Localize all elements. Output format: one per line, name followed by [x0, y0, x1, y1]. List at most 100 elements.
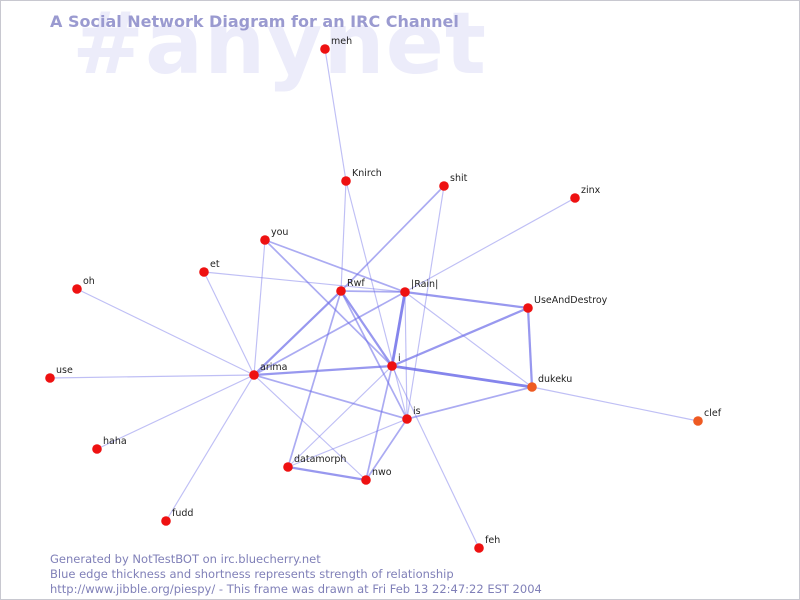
node-dot — [341, 176, 351, 186]
edge-oh-arima — [76, 288, 255, 376]
node-label: datamorph — [294, 454, 346, 465]
node-label: feh — [485, 535, 500, 546]
node-zinx: zinx — [570, 185, 601, 203]
edge-use-arima — [49, 374, 255, 379]
node-useanddestroy: UseAndDestroy — [523, 295, 608, 313]
edge-shit-rwf — [340, 185, 445, 292]
node-is: is — [402, 406, 421, 424]
node-label: dukeku — [538, 374, 572, 385]
node-dot — [199, 267, 209, 277]
edge-useanddestroy-dukeku — [526, 307, 534, 388]
node-dukeku: dukeku — [527, 374, 572, 392]
node-label: et — [210, 259, 220, 270]
node-datamorph: datamorph — [283, 454, 346, 472]
node-dot — [402, 414, 412, 424]
edge-rain-i — [390, 291, 407, 367]
node-meh: meh — [320, 36, 352, 54]
node-label: i — [398, 353, 401, 364]
edge-rain-dukeku — [404, 291, 533, 388]
edge-i-dukeku — [391, 364, 533, 389]
node-knirch: Knirch — [341, 168, 382, 186]
node-arima: arima — [249, 362, 287, 380]
node-nwo: nwo — [361, 467, 392, 485]
node-label: haha — [103, 436, 127, 447]
diagram-title: A Social Network Diagram for an IRC Chan… — [50, 12, 459, 31]
node-et: et — [199, 259, 220, 277]
edge-i-useanddestroy — [391, 306, 529, 368]
node-you: you — [260, 227, 288, 245]
edge-arima-rain — [253, 291, 406, 376]
edge-knirch-is — [345, 180, 408, 420]
edge-you-arima — [253, 239, 266, 376]
node-rain: |Rain| — [400, 279, 438, 297]
edge-et-arima — [203, 271, 255, 376]
node-label: Knirch — [352, 168, 382, 179]
edge-is-nwo — [365, 418, 408, 481]
channel-watermark: #anynet — [72, 0, 488, 94]
node-dot — [400, 287, 410, 297]
edge-you-rain — [264, 239, 406, 293]
node-label: Rwf — [347, 278, 365, 289]
edge-is-datamorph — [287, 418, 408, 468]
node-label: |Rain| — [411, 279, 438, 290]
edge-knirch-rwf — [340, 180, 347, 292]
edge-fudd-arima — [165, 374, 255, 522]
footer-source-timestamp: http://www.jibble.org/piespy/ - This fra… — [50, 582, 542, 596]
node-haha: haha — [92, 436, 127, 454]
node-dot — [45, 373, 55, 383]
node-fudd: fudd — [161, 508, 193, 526]
edge-rwf-i — [340, 290, 393, 367]
node-dot — [320, 44, 330, 54]
node-label: nwo — [372, 467, 392, 478]
footer-generated-by: Generated by NotTestBOT on irc.bluecherr… — [50, 552, 321, 566]
footer-info: Generated by NotTestBOT on irc.bluecherr… — [50, 552, 542, 597]
edge-rain-is — [404, 291, 408, 420]
edge-arima-nwo — [253, 374, 367, 481]
edge-haha-arima — [96, 374, 255, 450]
node-label: meh — [331, 36, 352, 47]
edge-dukeku-is — [406, 386, 533, 420]
edge-arima-rwf — [253, 290, 342, 376]
node-dot — [570, 193, 580, 203]
edge-shit-is — [406, 185, 445, 420]
node-oh: oh — [72, 276, 95, 294]
edge-i-nwo — [365, 365, 393, 481]
node-dot — [387, 361, 397, 371]
footer-legend-note: Blue edge thickness and shortness repres… — [50, 567, 454, 581]
node-label: oh — [83, 276, 95, 287]
edge-meh-knirch — [324, 48, 347, 182]
node-label: fudd — [172, 508, 193, 519]
node-dot — [283, 462, 293, 472]
node-label: is — [413, 406, 421, 417]
edge-et-rain — [203, 271, 406, 293]
node-label: zinx — [581, 185, 601, 196]
node-clef: clef — [693, 408, 722, 426]
node-rwf: Rwf — [336, 278, 365, 296]
node-dot — [92, 444, 102, 454]
edge-arima-i — [253, 364, 393, 377]
node-shit: shit — [439, 173, 468, 191]
edge-i-datamorph — [287, 365, 393, 468]
node-dot — [693, 416, 703, 426]
node-label: shit — [450, 173, 468, 184]
node-label: you — [271, 227, 288, 238]
edge-rwf-rain — [340, 290, 406, 293]
node-dot — [72, 284, 82, 294]
node-dot — [523, 303, 533, 313]
node-use: use — [45, 365, 73, 383]
edge-rwf-is — [340, 290, 408, 420]
node-i: i — [387, 353, 401, 371]
node-label: UseAndDestroy — [534, 295, 608, 306]
edges-layer — [49, 48, 699, 549]
edge-i-feh — [391, 365, 480, 549]
edge-rain-useanddestroy — [404, 290, 529, 310]
node-dot — [527, 382, 537, 392]
edge-rwf-datamorph — [287, 290, 342, 468]
edge-zinx-rain — [404, 197, 576, 293]
node-dot — [336, 286, 346, 296]
edge-datamorph-nwo — [287, 465, 367, 482]
node-label: use — [56, 365, 73, 376]
